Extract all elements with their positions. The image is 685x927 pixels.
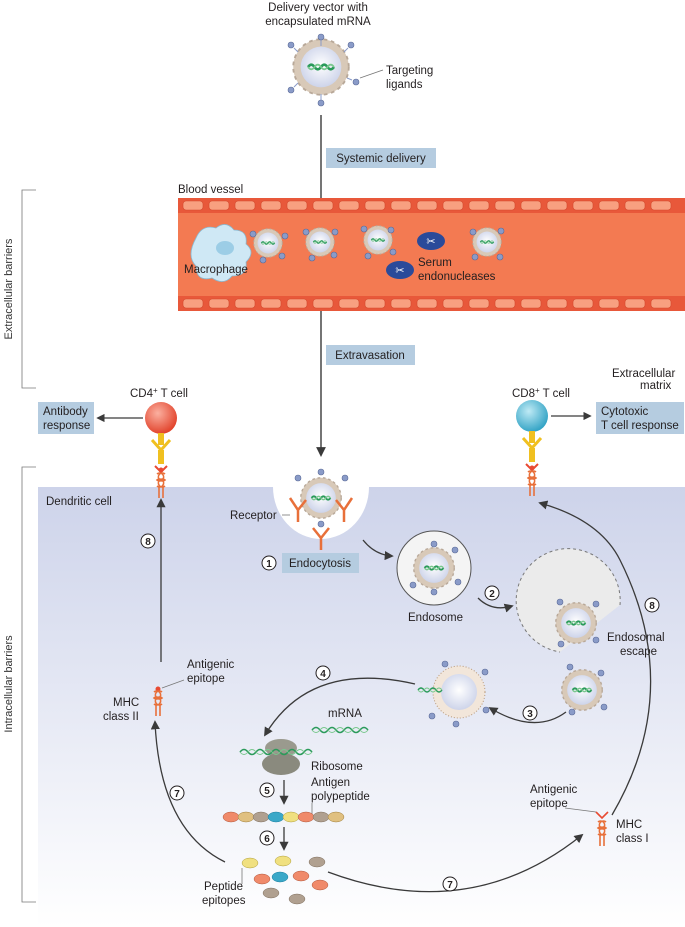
svg-text:✂: ✂ xyxy=(426,236,435,248)
step-7-left-marker xyxy=(169,785,185,801)
step-4-marker xyxy=(315,665,331,681)
ribosome-label: Ribosome xyxy=(311,761,363,773)
extravasation-box xyxy=(326,345,415,365)
step-8-right-number: 8 xyxy=(649,601,655,612)
cd4-tcell-icon xyxy=(145,402,177,499)
polypeptide-chain-icon xyxy=(222,811,345,823)
endosomal-label: Endosomal xyxy=(607,632,665,644)
endocytosis-label: Endocytosis xyxy=(289,558,351,570)
antibody-label: Antibody xyxy=(43,406,88,418)
step-5-marker xyxy=(259,782,275,798)
step-6-marker xyxy=(259,830,275,846)
svg-text:✂: ✂ xyxy=(395,265,404,277)
polypeptide-label: polypeptide xyxy=(311,791,370,803)
vector-title-line1: Delivery vector with xyxy=(268,2,368,14)
extracellular-matrix-line2: matrix xyxy=(640,380,672,392)
step-6-number: 6 xyxy=(264,834,270,845)
intracellular-bracket xyxy=(21,466,36,903)
macrophage-icon xyxy=(190,224,252,282)
cytotoxic-label: Cytotoxic xyxy=(601,406,649,418)
cd8-tcell-label: CD8+ T cell xyxy=(512,386,570,400)
endosome-label: Endosome xyxy=(408,612,463,624)
step-8-left-marker xyxy=(140,533,156,549)
step-7-left-number: 7 xyxy=(174,789,180,800)
step-3-marker xyxy=(522,705,538,721)
macrophage-label: Macrophage xyxy=(184,264,248,276)
mhc-ii-label-line2: class II xyxy=(103,711,139,723)
peptide-epitopes-icon xyxy=(241,855,329,905)
endonucleases-label: endonucleases xyxy=(418,271,496,283)
step-7-right-number: 7 xyxy=(447,880,453,891)
step-3-number: 3 xyxy=(527,709,533,720)
dendritic-cell-label: Dendritic cell xyxy=(46,496,112,508)
mhc-i-label-line2: class I xyxy=(616,833,649,845)
serum-label: Serum xyxy=(418,257,452,269)
targeting-ligands-line2: ligands xyxy=(386,79,423,91)
mrna-label: mRNA xyxy=(328,708,362,720)
blood-vessel xyxy=(178,198,685,311)
step-8-right-marker xyxy=(644,597,660,613)
step-5-number: 5 xyxy=(264,786,270,797)
antigenic-label-i: Antigenic xyxy=(530,784,578,796)
extracellular-bracket xyxy=(21,189,36,389)
targeting-ligands-line1: Targeting xyxy=(386,65,433,77)
mhc-i-label-line1: MHC xyxy=(616,819,642,831)
antigenic-label-ii: Antigenic xyxy=(187,659,235,671)
delivery-vector-icon xyxy=(287,33,360,107)
extravasation-label: Extravasation xyxy=(335,350,405,362)
mhc-ii-label-line1: MHC xyxy=(113,697,139,709)
extracellular-barriers-label: Extracellular barriers xyxy=(3,238,15,339)
escape-label: escape xyxy=(620,646,657,658)
mrna-release-icon xyxy=(417,660,490,728)
antigen-label: Antigen xyxy=(311,777,350,789)
mhc-class-i-icon xyxy=(595,811,609,847)
step-8-left-number: 8 xyxy=(145,537,151,548)
antibody-response-box xyxy=(38,402,94,434)
endocytosis-pocket xyxy=(273,468,369,550)
response-label: response xyxy=(43,420,90,432)
endosome-icon xyxy=(396,530,472,606)
step-7-right-marker xyxy=(442,876,458,892)
systemic-delivery-label: Systemic delivery xyxy=(336,153,426,165)
endocytosis-box xyxy=(282,553,359,573)
blood-vessel-label: Blood vessel xyxy=(178,184,243,196)
step-1-marker xyxy=(261,555,277,571)
receptor-label: Receptor xyxy=(230,510,277,522)
mrna-strand-icon xyxy=(311,726,369,734)
cd4-tcell-label: CD4+ T cell xyxy=(130,386,188,400)
endonuclease-icon: ✂ ✂ xyxy=(386,232,445,279)
step-1-number: 1 xyxy=(266,559,272,570)
peptide-label: Peptide xyxy=(204,881,243,893)
systemic-delivery-box xyxy=(326,148,436,168)
epitope-label-i: epitope xyxy=(530,798,568,810)
vector-title-line2: encapsulated mRNA xyxy=(265,16,371,28)
extracellular-matrix-line1: Extracellular xyxy=(612,368,675,380)
intracellular-barriers-label: Intracellular barriers xyxy=(3,635,15,733)
epitopes-label: epitopes xyxy=(202,895,246,907)
mhc-class-ii-icon xyxy=(153,686,163,717)
step-2-marker xyxy=(484,585,500,601)
tcell-response-label: T cell response xyxy=(601,420,679,432)
step-4-number: 4 xyxy=(320,669,326,680)
cd8-tcell-icon xyxy=(516,400,548,497)
cytotoxic-response-box xyxy=(596,402,684,434)
endosomal-escape-icon xyxy=(515,548,621,653)
step-2-number: 2 xyxy=(489,589,495,600)
epitope-label-ii: epitope xyxy=(187,673,225,685)
ribosome-icon xyxy=(239,739,313,775)
